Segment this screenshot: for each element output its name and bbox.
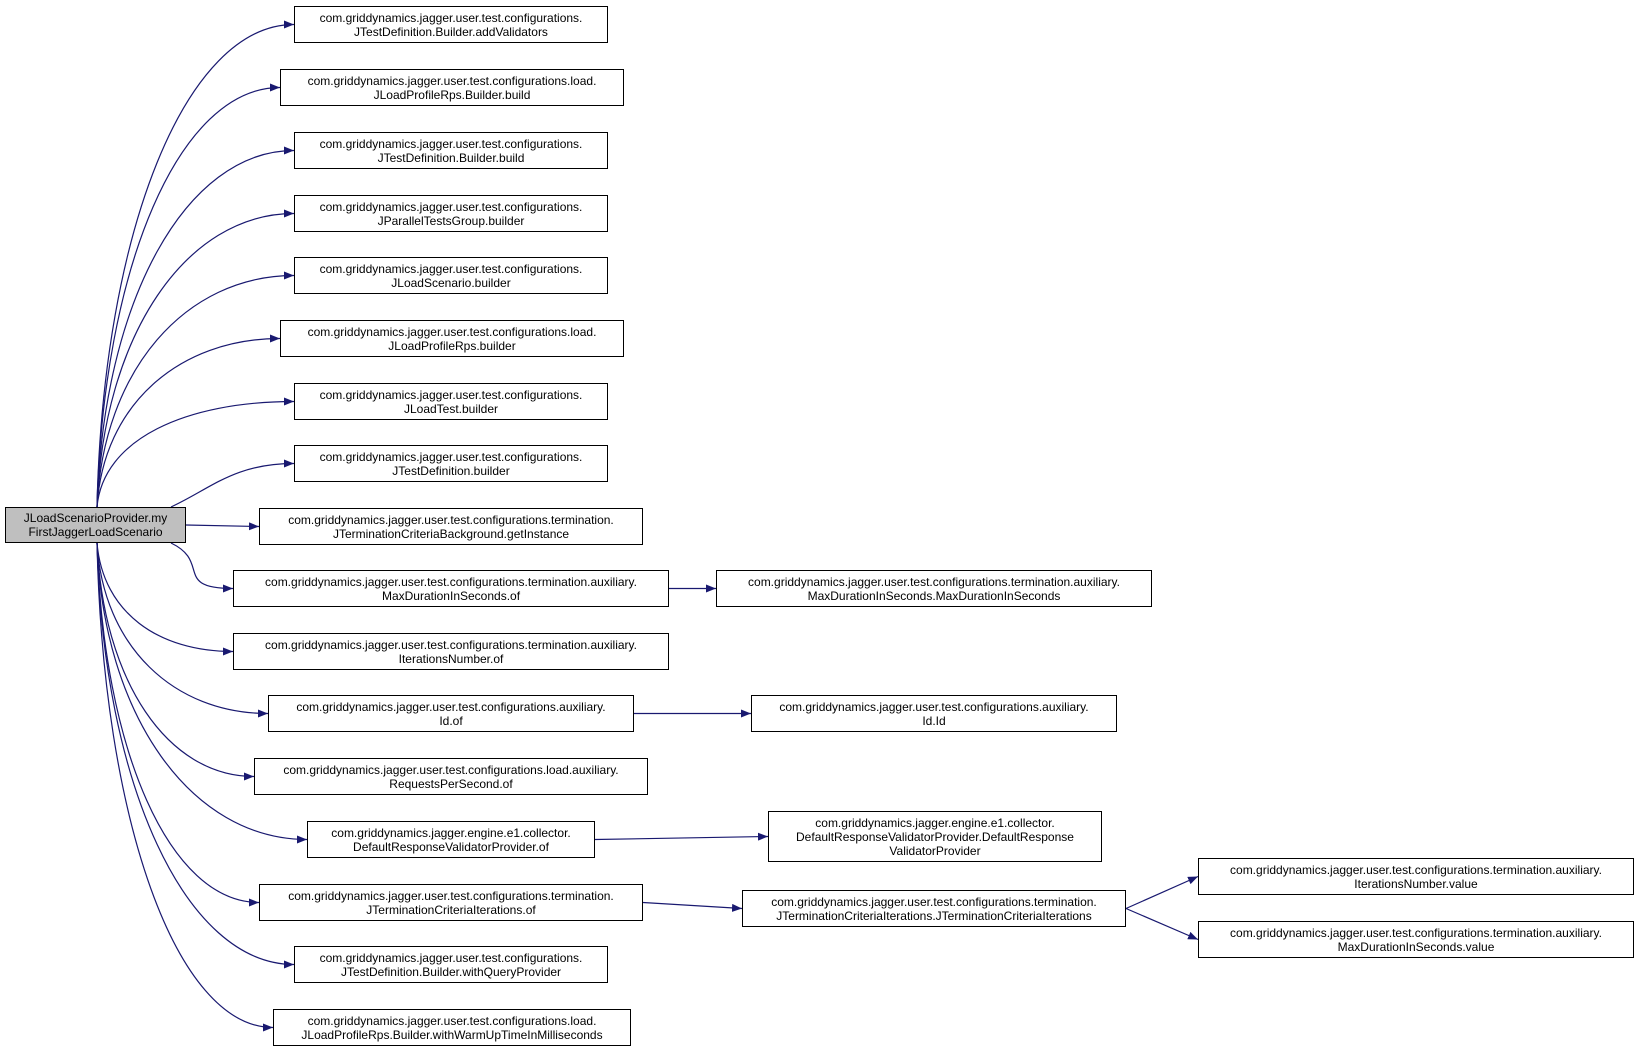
node-label-line: com.griddynamics.jagger.user.test.config… xyxy=(779,699,1089,714)
node-label-line: com.griddynamics.jagger.user.test.config… xyxy=(319,387,583,402)
node-label-line: Id.of xyxy=(439,713,463,728)
graph-node[interactable]: com.griddynamics.jagger.user.test.config… xyxy=(280,320,624,357)
node-label-line: JTerminationCriteriaIterations.of xyxy=(366,902,536,917)
graph-node[interactable]: com.griddynamics.jagger.user.test.config… xyxy=(233,633,669,670)
graph-node[interactable]: com.griddynamics.jagger.user.test.config… xyxy=(294,195,608,232)
edge-arrow xyxy=(96,542,295,969)
graph-node[interactable]: com.griddynamics.jagger.user.test.config… xyxy=(259,884,643,921)
graph-node[interactable]: com.griddynamics.jagger.user.test.config… xyxy=(294,132,608,169)
graph-node[interactable]: com.griddynamics.jagger.user.test.config… xyxy=(259,508,643,545)
node-label-line: com.griddynamics.jagger.user.test.config… xyxy=(288,512,614,527)
graph-node[interactable]: com.griddynamics.jagger.user.test.config… xyxy=(233,570,669,607)
edge-arrow xyxy=(96,397,295,508)
edge-arrow xyxy=(96,209,295,508)
edge-arrow xyxy=(1125,907,1199,941)
graph-node[interactable]: com.griddynamics.jagger.user.test.config… xyxy=(280,69,624,106)
graph-node[interactable]: com.griddynamics.jagger.user.test.config… xyxy=(1198,858,1634,895)
edge-arrow xyxy=(96,83,281,508)
node-label-line: Id.Id xyxy=(922,713,946,728)
edge-arrow xyxy=(96,542,260,907)
graph-node[interactable]: com.griddynamics.jagger.engine.e1.collec… xyxy=(768,811,1102,862)
graph-node[interactable]: com.griddynamics.jagger.user.test.config… xyxy=(716,570,1152,607)
node-label-line: com.griddynamics.jagger.user.test.config… xyxy=(296,699,606,714)
graph-node[interactable]: com.griddynamics.jagger.user.test.config… xyxy=(294,257,608,294)
node-label-line: com.griddynamics.jagger.user.test.config… xyxy=(307,1013,597,1028)
node-label-line: JTestDefinition.Builder.addValidators xyxy=(354,24,548,39)
edge-arrow xyxy=(96,542,274,1032)
edge-arrow xyxy=(170,542,234,593)
node-label-line: com.griddynamics.jagger.user.test.config… xyxy=(265,637,637,652)
node-label-line: MaxDurationInSeconds.MaxDurationInSecond… xyxy=(807,588,1061,603)
edge-arrow xyxy=(96,542,234,656)
graph-node[interactable]: com.griddynamics.jagger.user.test.config… xyxy=(1198,921,1634,958)
node-label-line: JParallelTestsGroup.builder xyxy=(377,213,525,228)
node-label-line: MaxDurationInSeconds.of xyxy=(381,588,521,603)
node-label-line: com.griddynamics.jagger.user.test.config… xyxy=(319,10,583,25)
node-label-line: JTerminationCriteriaBackground.getInstan… xyxy=(332,526,570,541)
edge-arrow xyxy=(96,542,308,844)
edge-arrow xyxy=(96,271,295,508)
edge-arrow xyxy=(594,832,769,841)
edge-arrow xyxy=(642,901,743,912)
node-label-line: com.griddynamics.jagger.user.test.config… xyxy=(307,73,597,88)
node-label-line: JLoadProfileRps.Builder.build xyxy=(373,87,531,102)
node-label-line: com.griddynamics.jagger.user.test.config… xyxy=(319,950,583,965)
node-label-line: MaxDurationInSeconds.value xyxy=(1337,939,1495,954)
node-label-line: JLoadProfileRps.builder xyxy=(388,338,516,353)
node-label-line: ValidatorProvider xyxy=(889,843,981,858)
node-label-line: FirstJaggerLoadScenario xyxy=(28,525,163,539)
graph-node[interactable]: com.griddynamics.jagger.engine.e1.collec… xyxy=(307,821,595,858)
graph-node[interactable]: com.griddynamics.jagger.user.test.config… xyxy=(294,383,608,420)
edge-arrow xyxy=(96,542,269,718)
graph-node[interactable]: com.griddynamics.jagger.user.test.config… xyxy=(294,6,608,43)
node-label-line: com.griddynamics.jagger.user.test.config… xyxy=(319,199,583,214)
node-label-line: JTestDefinition.Builder.withQueryProvide… xyxy=(340,964,562,979)
node-label-line: RequestsPerSecond.of xyxy=(389,776,513,791)
edge-arrow xyxy=(185,522,260,531)
node-label-line: com.griddynamics.jagger.user.test.config… xyxy=(319,449,583,464)
node-label-line: JTerminationCriteriaIterations.JTerminat… xyxy=(776,908,1092,923)
node-label-line: JLoadScenario.builder xyxy=(391,275,511,290)
graph-node[interactable]: com.griddynamics.jagger.user.test.config… xyxy=(268,695,634,732)
node-label-line: com.griddynamics.jagger.user.test.config… xyxy=(1230,862,1602,877)
node-label-line: com.griddynamics.jagger.user.test.config… xyxy=(319,261,583,276)
node-label-line: JTestDefinition.Builder.build xyxy=(377,150,525,165)
node-label-line: JLoadProfileRps.Builder.withWarmUpTimeIn… xyxy=(301,1027,603,1042)
graph-node[interactable]: com.griddynamics.jagger.user.test.config… xyxy=(742,890,1126,927)
node-label-line: com.griddynamics.jagger.user.test.config… xyxy=(1230,925,1602,940)
node-label-line: DefaultResponseValidatorProvider.Default… xyxy=(796,829,1074,844)
node-label-line: com.griddynamics.jagger.user.test.config… xyxy=(283,762,619,777)
node-label-line: com.griddynamics.jagger.user.test.config… xyxy=(288,888,614,903)
edge-arrow xyxy=(96,334,281,508)
node-label-line: com.griddynamics.jagger.user.test.config… xyxy=(748,574,1120,589)
node-label-line: com.griddynamics.jagger.user.test.config… xyxy=(319,136,583,151)
node-label-line: JLoadScenarioProvider.my xyxy=(23,511,168,525)
node-label-line: JTestDefinition.builder xyxy=(392,463,510,478)
edge-arrow xyxy=(170,459,295,508)
node-label-line: IterationsNumber.of xyxy=(398,651,504,666)
graph-node[interactable]: com.griddynamics.jagger.user.test.config… xyxy=(294,445,608,482)
graph-node[interactable]: com.griddynamics.jagger.user.test.config… xyxy=(273,1009,631,1046)
graph-node[interactable]: com.griddynamics.jagger.user.test.config… xyxy=(294,946,608,983)
graph-node[interactable]: com.griddynamics.jagger.user.test.config… xyxy=(254,758,648,795)
edge-arrow xyxy=(96,20,295,508)
edge-arrow xyxy=(96,146,295,508)
node-label-line: com.griddynamics.jagger.user.test.config… xyxy=(307,324,597,339)
edge-arrow xyxy=(96,542,255,781)
node-label-line: com.griddynamics.jagger.user.test.config… xyxy=(771,894,1097,909)
node-label-line: DefaultResponseValidatorProvider.of xyxy=(353,839,549,854)
node-label-line: com.griddynamics.jagger.engine.e1.collec… xyxy=(815,815,1055,830)
graph-node[interactable]: com.griddynamics.jagger.user.test.config… xyxy=(751,695,1117,732)
edge-arrow xyxy=(1125,875,1199,910)
node-label-line: com.griddynamics.jagger.user.test.config… xyxy=(265,574,637,589)
node-label-line: IterationsNumber.value xyxy=(1354,876,1478,891)
node-label-line: com.griddynamics.jagger.engine.e1.collec… xyxy=(331,825,571,840)
node-label-line: JLoadTest.builder xyxy=(403,401,499,416)
edges-layer xyxy=(96,20,1199,1032)
